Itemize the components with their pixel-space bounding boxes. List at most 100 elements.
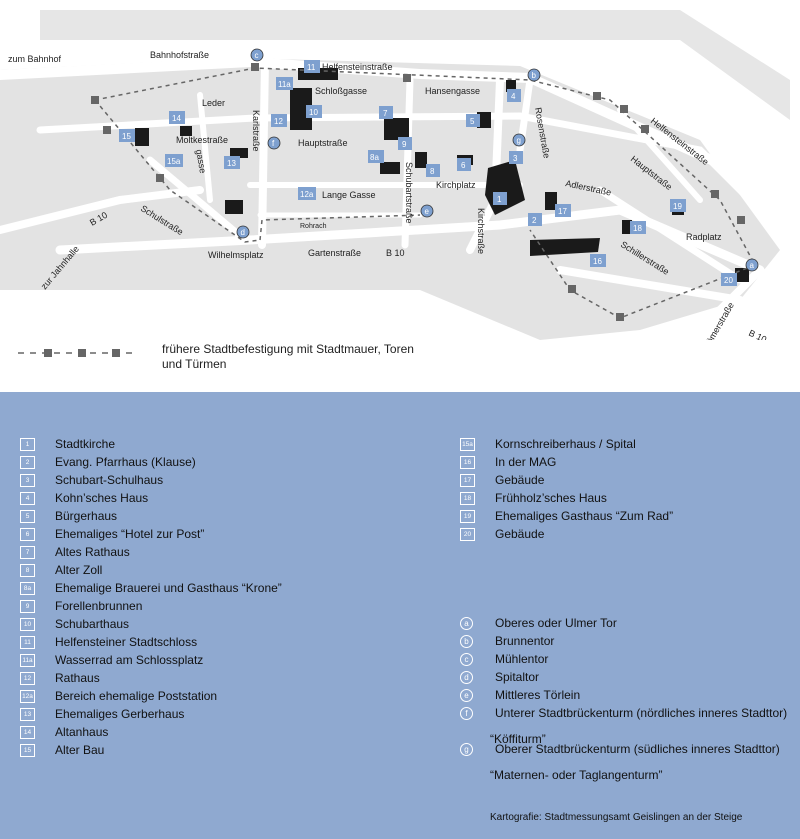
legend-key: 20: [460, 527, 475, 541]
gate-f[interactable]: [267, 136, 281, 150]
street-label-radplatz: Radplatz: [686, 232, 722, 242]
marker-11a[interactable]: [276, 77, 293, 90]
marker-3[interactable]: [509, 151, 523, 164]
legend-gate-item: d Spitaltor: [460, 668, 539, 686]
gate-a[interactable]: [745, 258, 759, 272]
wall-legend-symbol: [18, 349, 138, 357]
rail-area: [40, 10, 790, 120]
svg-text:5: 5: [470, 117, 475, 126]
marker-17[interactable]: [555, 204, 571, 217]
street-label-bahnhof: zum Bahnhof: [8, 54, 62, 64]
svg-text:12a: 12a: [300, 190, 314, 199]
marker-4[interactable]: [507, 89, 521, 102]
svg-text:13: 13: [227, 159, 236, 168]
legend-label: Schubart-Schulhaus: [55, 473, 164, 487]
marker-18[interactable]: [630, 221, 646, 234]
marker-13[interactable]: [224, 156, 240, 169]
marker-16[interactable]: [590, 254, 606, 267]
marker-8[interactable]: [426, 164, 440, 177]
legend-key: 1: [20, 437, 35, 451]
marker-15[interactable]: [119, 129, 135, 142]
svg-text:g: g: [517, 136, 521, 145]
legend-label: Schubarthaus: [55, 617, 130, 631]
marker-15a[interactable]: [165, 154, 183, 167]
legend-gate-key: c: [460, 652, 473, 666]
legend-label: Ehemalige Brauerei und Gasthaus “Krone”: [55, 581, 282, 595]
legend-label: Ehemaliges Gasthaus “Zum Rad”: [495, 509, 674, 523]
street-label-hauptstrasse: Hauptstraße: [298, 138, 348, 148]
svg-text:e: e: [425, 207, 430, 216]
legend-key: 17: [460, 473, 475, 487]
credit: Kartografie: Stadtmessungsamt Geislingen…: [490, 812, 743, 823]
svg-text:f: f: [272, 139, 275, 148]
svg-text:19: 19: [673, 202, 682, 211]
marker-8a[interactable]: [368, 150, 384, 163]
street-label-rohrach: Rohrach: [300, 223, 327, 230]
marker-12a[interactable]: [298, 187, 316, 200]
legend-label: Bürgerhaus: [55, 509, 118, 523]
svg-text:d: d: [241, 228, 245, 237]
legend-key: 15: [20, 743, 35, 757]
marker-1[interactable]: [493, 192, 507, 205]
marker-14[interactable]: [169, 111, 185, 124]
legend-item: 12a Bereich ehemalige Poststation: [20, 687, 217, 705]
marker-20[interactable]: [721, 273, 737, 286]
marker-2[interactable]: [528, 213, 542, 226]
legend-label: Kornschreiberhaus / Spital: [495, 437, 636, 451]
marker-5[interactable]: [466, 114, 480, 127]
gate-e[interactable]: [420, 204, 434, 218]
gate-c[interactable]: [250, 48, 264, 62]
legend-gate-label: Mittleres Törlein: [495, 688, 581, 702]
legend-label: Altes Rathaus: [55, 545, 130, 559]
gate-b[interactable]: [527, 68, 541, 82]
gate-g-subtitle: “Maternen- oder Taglangenturm”: [490, 768, 663, 782]
street-label-b10-center: B 10: [386, 248, 405, 258]
legend-key: 11: [20, 635, 35, 649]
marker-12[interactable]: [271, 114, 287, 127]
svg-text:11: 11: [307, 63, 316, 72]
marker-9[interactable]: [398, 137, 412, 150]
legend-label: Altanhaus: [55, 725, 109, 739]
legend-label: Bereich ehemalige Poststation: [55, 689, 218, 703]
svg-text:8a: 8a: [370, 153, 379, 162]
street-label-schubartstrasse: Schubartstraße: [404, 162, 414, 224]
marker-10[interactable]: [306, 105, 322, 118]
svg-text:7: 7: [383, 109, 388, 118]
street-label-wilhelmsplatz: Wilhelmsplatz: [208, 250, 264, 260]
gate-d[interactable]: [236, 225, 250, 239]
svg-text:12: 12: [274, 117, 283, 126]
gate-g[interactable]: [512, 133, 526, 147]
legend-key: 12a: [20, 689, 35, 703]
legend-gate-label: Spitaltor: [495, 670, 540, 684]
svg-text:14: 14: [172, 114, 181, 123]
marker-11[interactable]: [304, 60, 320, 73]
legend-gate-key: d: [460, 670, 473, 684]
legend-key: 12: [20, 671, 35, 685]
street-label-helfensteinstrasse: Helfensteinstraße: [322, 62, 393, 72]
markers: 1 2 3 4 5 6 7 8 8a 9 10 11 11a 12 12a 13…: [119, 60, 737, 286]
marker-6[interactable]: [457, 158, 471, 171]
legend-key: 2: [20, 455, 35, 469]
marker-19[interactable]: [670, 199, 686, 212]
marker-7[interactable]: [379, 106, 393, 119]
legend-label: Gebäude: [495, 527, 545, 541]
street-label-ledergasse-2: gasse: [194, 149, 208, 174]
map-svg: zum Bahnhof Bahnhofstraße Helfensteinstr…: [0, 0, 800, 340]
legend-gate-label: Unterer Stadtbrückenturm (nördliches inn…: [495, 706, 788, 720]
